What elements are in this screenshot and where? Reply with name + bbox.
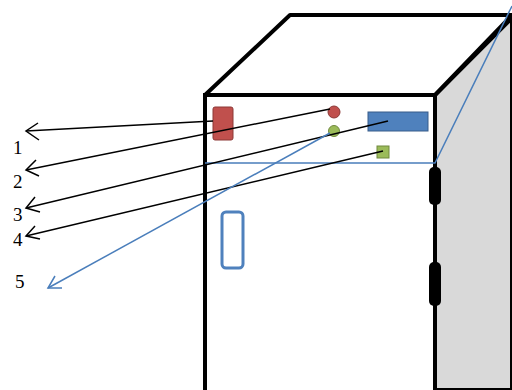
- door-handle: [222, 212, 243, 268]
- callout-number: 1: [12, 138, 24, 157]
- leader-line-5: [48, 133, 330, 288]
- top-face: [205, 15, 512, 95]
- red-indicator: [328, 106, 340, 118]
- display: [368, 112, 428, 131]
- callout-number: 4: [12, 230, 24, 249]
- power-switch: [213, 107, 233, 140]
- leader-lines: [26, 109, 388, 239]
- callout-number: 5: [14, 272, 26, 291]
- callout-number: 2: [12, 172, 24, 191]
- hinge: [429, 262, 441, 306]
- panel-line: [205, 6, 512, 163]
- hinge: [429, 167, 441, 205]
- callout-number: 3: [12, 205, 24, 224]
